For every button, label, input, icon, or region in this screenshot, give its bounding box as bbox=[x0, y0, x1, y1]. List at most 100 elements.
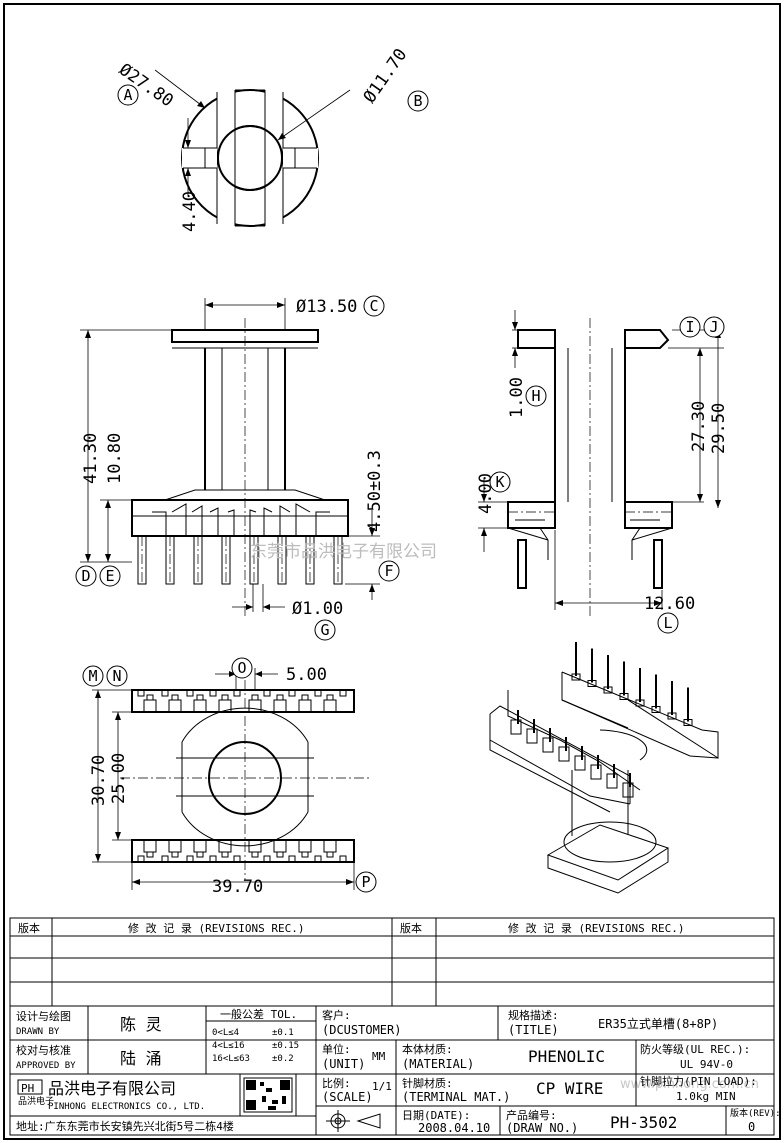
circle-label-f: F bbox=[378, 560, 400, 582]
comb-slot bbox=[298, 699, 312, 712]
circle-label-d: D bbox=[75, 565, 97, 587]
circle-label-m: M bbox=[82, 665, 104, 687]
ul-label: 防火等级(UL REC.): bbox=[640, 1042, 750, 1056]
design-label-cn: 设计与绘图 bbox=[16, 1009, 71, 1023]
comb-slot bbox=[273, 840, 287, 853]
unit-en: (UNIT) bbox=[322, 1057, 365, 1071]
comb-slot bbox=[168, 840, 182, 853]
svg-text:J: J bbox=[709, 318, 718, 336]
company-en: PINHONG ELECTRONICS CO., LTD. bbox=[48, 1102, 205, 1112]
dim-side-h2: 29.50 bbox=[709, 403, 729, 454]
comb-pin bbox=[276, 694, 284, 701]
comb-pin bbox=[171, 851, 179, 858]
circle-label-j: J bbox=[703, 316, 725, 338]
dim-bottom-h2: 25.00 bbox=[109, 753, 129, 804]
watermark-text: 东莞市品洪电子有限公司 bbox=[250, 542, 437, 562]
circle-label-b: B bbox=[407, 90, 429, 112]
iso-slot bbox=[558, 746, 570, 762]
front-view: Ø13.50 41.30 10.80 4.50±0.3 Ø1.00 bbox=[80, 297, 385, 619]
svg-text:O: O bbox=[237, 659, 246, 677]
comb-pin bbox=[146, 851, 154, 858]
svg-text:L: L bbox=[663, 614, 672, 632]
circle-label-n: N bbox=[106, 665, 128, 687]
tol-range: 4<L≤16 bbox=[212, 1041, 245, 1051]
comb-pin bbox=[196, 694, 204, 701]
material-value: PHENOLIC bbox=[528, 1047, 605, 1066]
company-address: 地址:广东东莞市长安镇先兴北街5号二栋4楼 bbox=[16, 1119, 234, 1133]
tol-title: 一般公差 TOL. bbox=[220, 1007, 297, 1021]
drawno-value: PH-3502 bbox=[610, 1113, 677, 1132]
top-view: 4.40 Ø27.80 Ø11.70 bbox=[115, 45, 411, 232]
drawno-en: (DRAW NO.) bbox=[506, 1121, 578, 1135]
comb-pin bbox=[251, 694, 259, 701]
tol-value: ±0.15 bbox=[272, 1041, 299, 1051]
dim-height-total: 41.30 bbox=[81, 433, 101, 484]
comb-pin bbox=[221, 851, 229, 858]
iso-slot bbox=[574, 755, 586, 771]
dim-side-width: 12.60 bbox=[644, 594, 695, 614]
circle-label-l: L bbox=[657, 612, 679, 634]
iso-slot bbox=[510, 719, 522, 735]
customer-label: 客户: bbox=[322, 1008, 351, 1022]
circle-label-g: G bbox=[314, 619, 336, 641]
date-label: 日期(DATE): bbox=[402, 1109, 470, 1122]
design-name: 陈 灵 bbox=[120, 1015, 162, 1034]
title-value: ER35立式单槽(8+8P) bbox=[598, 1016, 718, 1031]
drawing-border bbox=[3, 3, 781, 1140]
circle-label-c: C bbox=[363, 295, 385, 317]
iso-pins-front bbox=[510, 710, 634, 798]
tol-value: ±0.2 bbox=[272, 1054, 294, 1064]
circle-label-p: P bbox=[355, 871, 377, 893]
comb-slot bbox=[248, 699, 262, 712]
watermark-url: www.pinhong.com.cn bbox=[620, 1077, 759, 1092]
material-en: (MATERIAL) bbox=[402, 1057, 474, 1071]
comb-pin bbox=[326, 694, 334, 701]
svg-text:A: A bbox=[123, 86, 132, 104]
dim-top-inner: Ø11.70 bbox=[360, 45, 412, 107]
bottom-view: 5.00 30.70 25.00 39.70 bbox=[89, 665, 370, 897]
dim-top-slot: 4.40 bbox=[180, 191, 200, 232]
svg-text:M: M bbox=[88, 667, 97, 685]
ul-value: UL 94V-0 bbox=[680, 1058, 733, 1071]
circle-label-o: O bbox=[231, 657, 253, 679]
title-en: (TITLE) bbox=[508, 1023, 559, 1037]
logo-sub: 品洪电子 bbox=[18, 1095, 54, 1107]
design-label-en: DRAWN BY bbox=[16, 1027, 60, 1037]
title-label: 规格描述: bbox=[508, 1008, 559, 1022]
iso-slot bbox=[526, 728, 538, 744]
iso-slot bbox=[622, 782, 634, 798]
bottom-comb bbox=[131, 839, 355, 863]
comb-slot bbox=[273, 699, 287, 712]
comb-slot bbox=[193, 840, 207, 853]
terminal-en: (TERMINAL MAT.) bbox=[402, 1090, 510, 1104]
scale-en: (SCALE) bbox=[322, 1090, 373, 1104]
comb-slot bbox=[193, 699, 207, 712]
material-label: 本体材质: bbox=[402, 1042, 453, 1056]
comb-slot bbox=[323, 840, 337, 853]
svg-text:G: G bbox=[320, 621, 329, 639]
circle-label-h: H bbox=[525, 385, 547, 407]
pinload-value: 1.0kg MIN bbox=[676, 1090, 736, 1103]
comb-pin bbox=[146, 694, 154, 701]
side-view: 1.00 4.00 27.30 29.50 12.60 bbox=[476, 310, 729, 618]
comb-pin bbox=[276, 851, 284, 858]
tol-range: 16<L≤63 bbox=[212, 1054, 250, 1064]
svg-text:F: F bbox=[384, 562, 393, 580]
rev-col3: 版本 bbox=[400, 921, 422, 935]
approve-name: 陆 涌 bbox=[120, 1049, 162, 1068]
circle-label-k: K bbox=[489, 471, 511, 493]
circle-label-a: A bbox=[117, 84, 139, 106]
comb-pin bbox=[196, 851, 204, 858]
company-cn: 品洪电子有限公司 bbox=[48, 1079, 176, 1098]
comb-slot bbox=[298, 840, 312, 853]
rev-value: 0 bbox=[748, 1120, 755, 1134]
terminal-label: 针脚材质: bbox=[402, 1076, 453, 1090]
iso-slot bbox=[590, 764, 602, 780]
rev-col2: 修 改 记 录 (REVISIONS REC.) bbox=[128, 921, 304, 935]
approve-label-en: APPROVED BY bbox=[16, 1061, 76, 1071]
dim-side-h1: 27.30 bbox=[689, 401, 709, 452]
comb-slot bbox=[143, 840, 157, 853]
circle-label-e: E bbox=[99, 565, 121, 587]
